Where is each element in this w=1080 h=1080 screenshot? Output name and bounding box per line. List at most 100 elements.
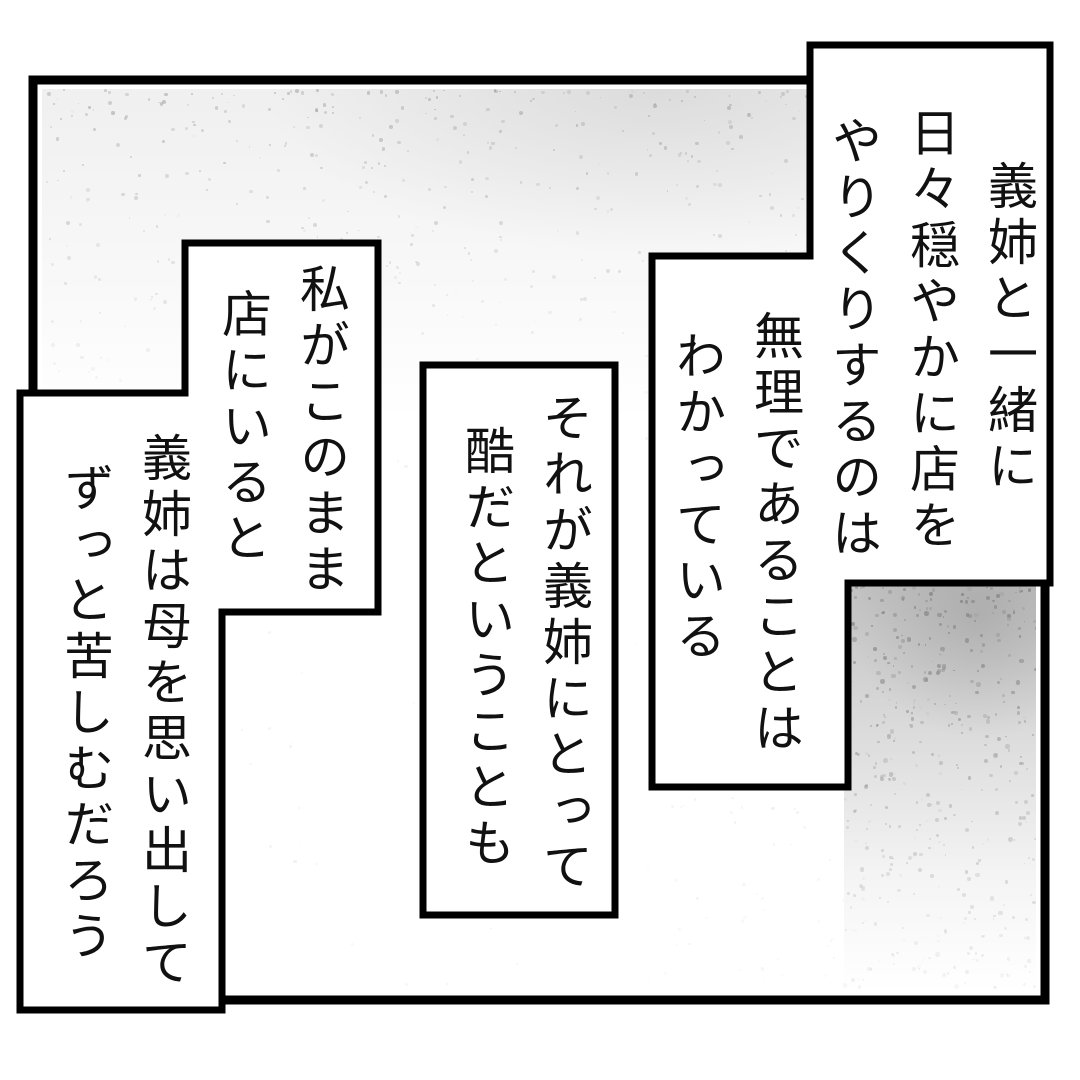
noise-dot	[873, 647, 876, 649]
noise-dot	[397, 141, 401, 145]
noise-dot	[322, 199, 325, 202]
noise-dot	[755, 892, 759, 896]
noise-dot	[462, 133, 465, 136]
noise-dot	[941, 973, 946, 978]
noise-dot	[1001, 610, 1006, 615]
noise-dot	[1013, 839, 1016, 841]
noise-dot	[870, 968, 873, 970]
noise-dot	[986, 838, 990, 841]
noise-dot	[950, 710, 955, 715]
noise-dot	[1007, 654, 1011, 658]
noise-dot	[476, 357, 479, 361]
noise-dot	[888, 589, 893, 594]
noise-dot	[935, 833, 940, 838]
noise-dot	[645, 967, 648, 970]
noise-dot	[106, 359, 108, 362]
noise-dot	[695, 185, 699, 189]
noise-dot	[1021, 606, 1026, 611]
noise-dot	[185, 126, 189, 130]
noise-dot	[669, 99, 672, 102]
noise-dot	[967, 876, 972, 881]
noise-dot	[1001, 693, 1006, 698]
noise-dot	[378, 137, 383, 142]
noise-dot	[891, 953, 894, 956]
noise-dot	[948, 694, 952, 698]
noise-dot	[450, 114, 454, 119]
noise-dot	[162, 299, 167, 304]
noise-dot	[771, 172, 774, 175]
noise-dot	[351, 942, 355, 946]
noise-dot	[306, 125, 310, 130]
noise-dot	[884, 716, 887, 719]
noise-dot	[249, 189, 253, 194]
noise-dot	[911, 712, 913, 715]
noise-dot	[986, 716, 990, 719]
noise-dot	[993, 753, 998, 758]
noise-dot	[717, 183, 722, 187]
noise-dot	[536, 182, 540, 187]
noise-dot	[1012, 916, 1016, 920]
noise-dot	[606, 210, 610, 213]
noise-dot	[942, 663, 946, 668]
noise-dot	[379, 90, 383, 94]
noise-dot	[266, 196, 270, 200]
noise-dot	[925, 935, 928, 938]
noise-dot	[394, 118, 399, 123]
noise-dot	[919, 823, 921, 826]
noise-dot	[875, 614, 879, 618]
noise-dot	[851, 928, 854, 932]
noise-dot	[854, 596, 857, 599]
noise-dot	[282, 98, 284, 100]
noise-dot	[385, 264, 389, 268]
noise-dot	[49, 126, 52, 129]
noise-dot	[874, 762, 878, 765]
noise-dot	[888, 772, 894, 777]
noise-dot	[303, 228, 307, 232]
noise-dot	[801, 197, 804, 201]
balloon-text-line: 義姉と一緒に	[980, 160, 1038, 496]
noise-dot	[233, 94, 236, 97]
noise-dot	[993, 914, 996, 918]
noise-dot	[747, 220, 750, 223]
noise-dot	[901, 634, 904, 637]
noise-dot	[582, 297, 587, 302]
noise-dot	[377, 235, 380, 239]
noise-dot	[980, 954, 984, 958]
noise-dot	[798, 110, 801, 113]
noise-dot	[171, 261, 175, 265]
noise-dot	[1018, 761, 1022, 766]
noise-dot	[688, 942, 691, 945]
noise-dot	[484, 194, 488, 198]
noise-dot	[1029, 971, 1032, 973]
noise-dot	[557, 229, 560, 232]
noise-dot	[957, 766, 960, 769]
noise-dot	[892, 962, 896, 966]
noise-dot	[164, 92, 168, 96]
noise-dot	[973, 612, 978, 617]
noise-dot	[917, 593, 920, 596]
noise-dot	[882, 720, 886, 724]
noise-dot	[118, 378, 122, 382]
noise-dot	[1033, 668, 1036, 672]
noise-dot	[961, 788, 964, 791]
noise-dot	[534, 320, 537, 323]
noise-dot	[269, 844, 273, 848]
noise-dot	[359, 117, 362, 120]
noise-dot	[63, 282, 67, 286]
noise-dot	[969, 946, 974, 951]
noise-dot	[994, 788, 999, 792]
noise-dot	[757, 90, 761, 94]
noise-dot	[493, 89, 498, 94]
balloon-text-line: 私がこのまま	[292, 263, 350, 599]
noise-dot	[643, 91, 646, 94]
noise-dot	[447, 314, 449, 316]
noise-dot	[622, 331, 625, 335]
noise-dot	[663, 971, 668, 976]
noise-dot	[221, 93, 224, 96]
noise-dot	[946, 972, 949, 974]
noise-dot	[159, 102, 164, 106]
noise-dot	[208, 178, 211, 181]
noise-dot	[985, 595, 990, 600]
noise-dot	[855, 840, 857, 842]
noise-dot	[913, 940, 918, 945]
